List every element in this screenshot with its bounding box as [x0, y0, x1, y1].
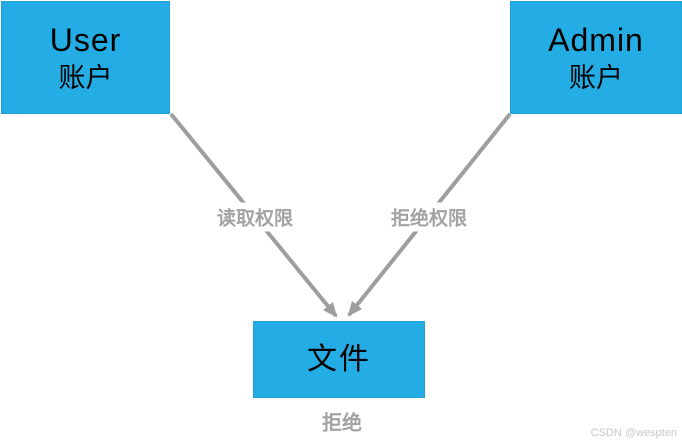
node-admin-account: Admin 账户 [510, 1, 682, 114]
result-caption: 拒绝 [322, 412, 362, 435]
node-admin-subtitle: 账户 [569, 62, 623, 93]
edge-label-deny-permission: 拒绝权限 [386, 202, 472, 232]
node-user-account: User 账户 [1, 1, 170, 114]
node-admin-title: Admin [548, 21, 644, 58]
edge-label-read-permission: 读取权限 [212, 202, 298, 232]
csdn-watermark: CSDN @wespten [590, 427, 677, 439]
node-file-title: 文件 [307, 342, 371, 376]
node-file: 文件 [253, 321, 425, 398]
node-user-title: User [49, 21, 122, 58]
node-user-subtitle: 账户 [58, 62, 113, 93]
